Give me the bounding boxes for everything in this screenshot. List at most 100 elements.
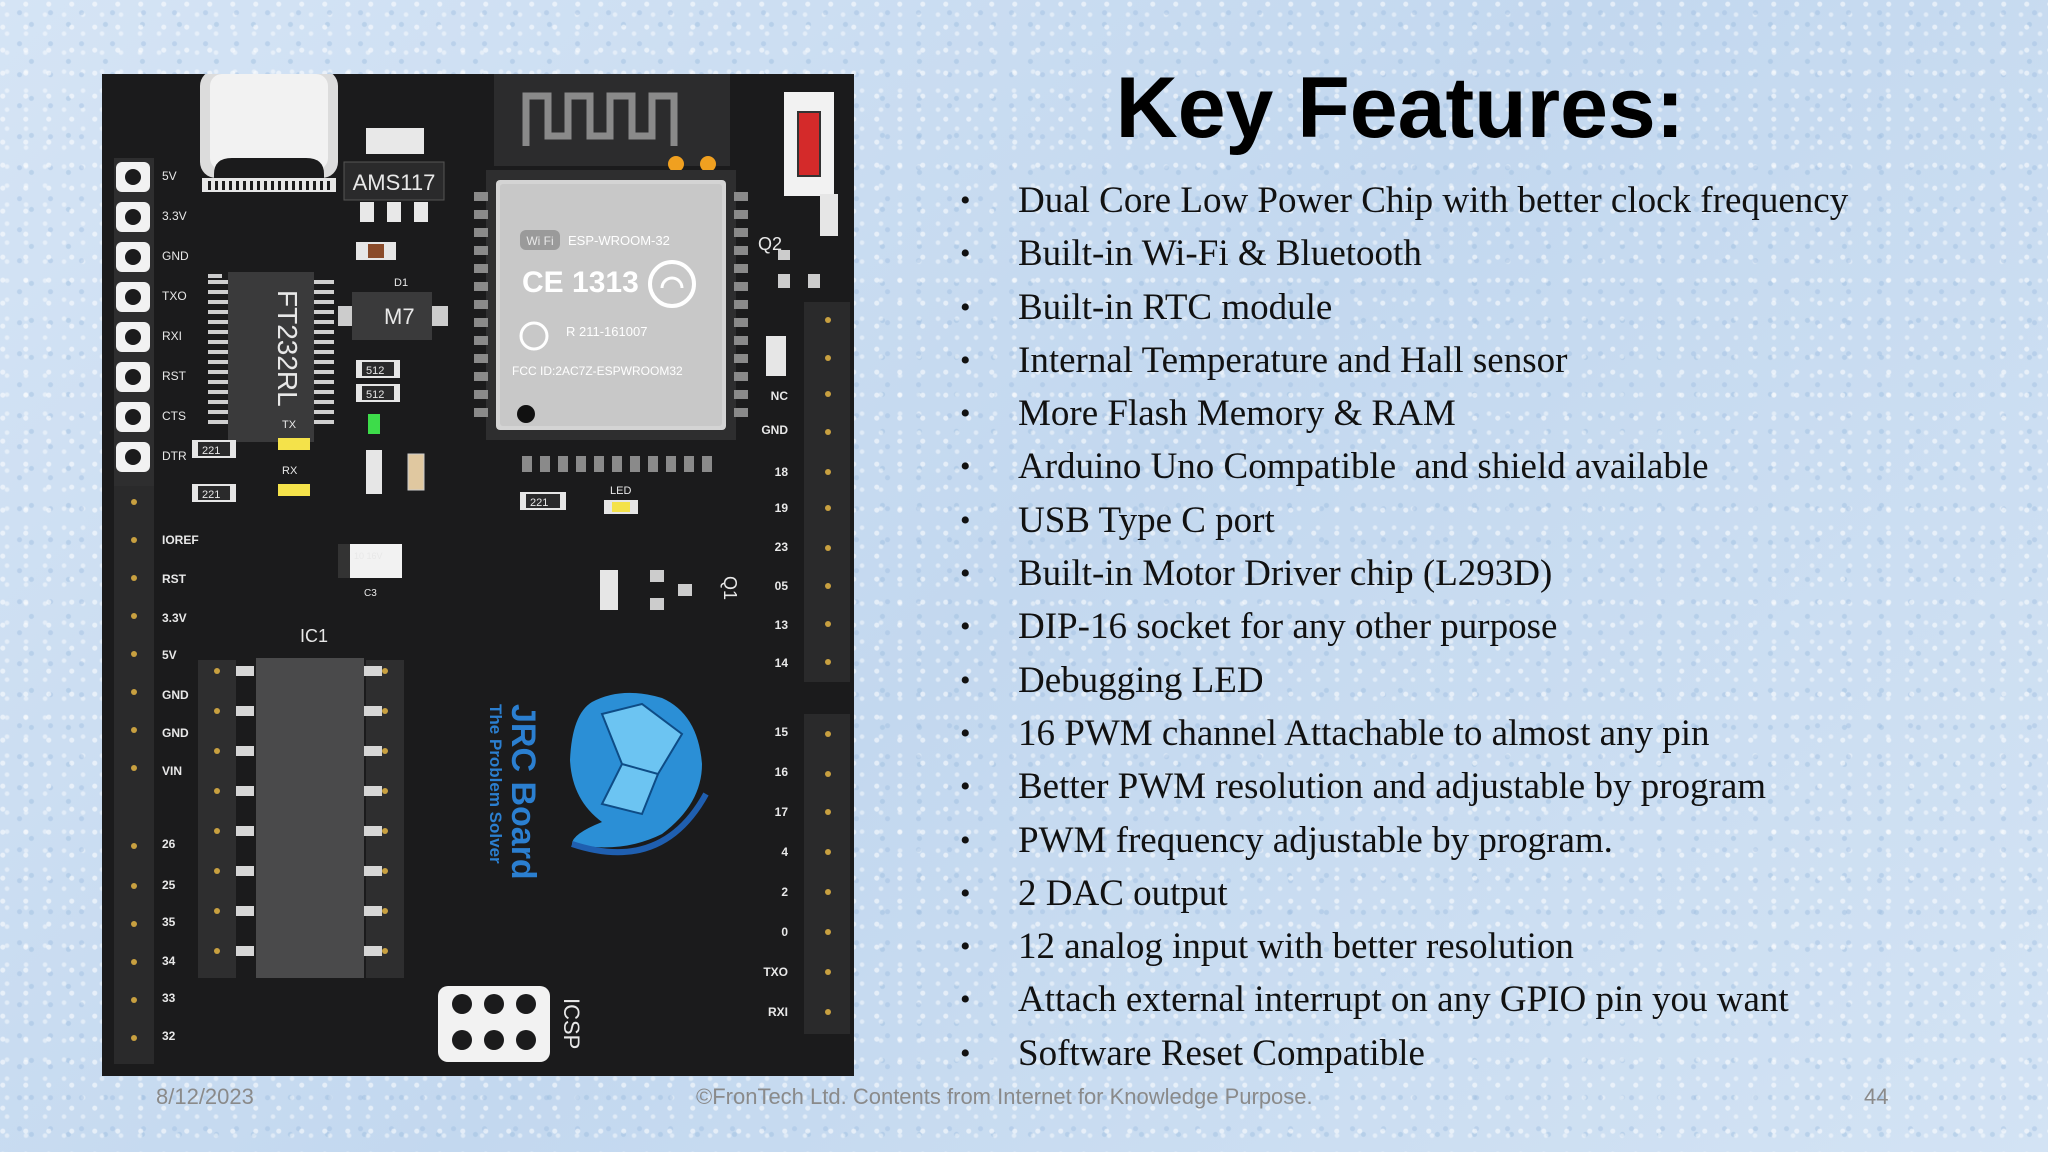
pin-label: RXI xyxy=(162,329,182,343)
pin-label: 18 xyxy=(775,465,789,479)
feature-item: •Attach external interrupt on any GPIO p… xyxy=(960,973,2020,1026)
pin-label: 23 xyxy=(775,540,789,554)
feature-text: 16 PWM channel Attachable to almost any … xyxy=(1018,712,1710,754)
reset-button xyxy=(784,92,834,196)
power-led-green xyxy=(368,414,380,434)
right-header-top xyxy=(804,302,850,682)
analog-header-labels: 26 25 35 34 33 32 xyxy=(162,837,176,1043)
ft232rl-pins xyxy=(208,280,334,424)
feature-item: •Built-in Motor Driver chip (L293D) xyxy=(960,547,2020,600)
pin-label: 25 xyxy=(162,878,176,892)
pin-label: 16 xyxy=(775,765,789,779)
transistor-q1: Q1 xyxy=(650,570,740,610)
feature-item: •2 DAC output xyxy=(960,867,2020,920)
pin-label: 15 xyxy=(775,725,789,739)
pin-label: 33 xyxy=(162,991,176,1005)
footer-date: 8/12/2023 xyxy=(156,1084,254,1109)
pin-label: GND xyxy=(162,726,189,740)
dip16-pins xyxy=(236,666,382,956)
bullet-icon: • xyxy=(960,1036,971,1070)
left-header-pins xyxy=(116,162,150,472)
bullet-icon: • xyxy=(960,290,971,324)
resistor-512-b-label: 512 xyxy=(366,389,384,401)
pin-label: VIN xyxy=(162,764,182,778)
jrc-board-image: AMS117 Wi Fi ESP-WROOM-32 CE 1313 R 2 xyxy=(102,74,854,1076)
board-drawing: AMS117 Wi Fi ESP-WROOM-32 CE 1313 R 2 xyxy=(114,74,850,1064)
feature-text: PWM frequency adjustable by program. xyxy=(1018,819,1613,861)
bullet-icon: • xyxy=(960,930,971,964)
bullet-icon: • xyxy=(960,557,971,591)
esp-antenna xyxy=(494,74,730,172)
bullet-icon: • xyxy=(960,770,971,804)
feature-text: 12 analog input with better resolution xyxy=(1018,926,1574,968)
feature-text: Software Reset Compatible xyxy=(1018,1032,1425,1074)
feature-text: USB Type C port xyxy=(1018,499,1275,541)
bullet-icon: • xyxy=(960,397,971,431)
regulator-chip: AMS117 xyxy=(343,128,445,222)
resistor-103-top xyxy=(820,194,838,236)
feature-text: Built-in Wi-Fi & Bluetooth xyxy=(1018,233,1422,275)
feature-text: DIP-16 socket for any other purpose xyxy=(1018,606,1558,648)
icsp-label: ICSP xyxy=(559,998,584,1049)
pin-label: TXO xyxy=(763,965,788,979)
module-name: ESP-WROOM-32 xyxy=(568,233,670,248)
feature-item: •Better PWM resolution and adjustable by… xyxy=(960,760,2020,813)
q1-label: Q1 xyxy=(720,576,740,600)
pin-label: 34 xyxy=(162,954,176,968)
feature-item: •USB Type C port xyxy=(960,494,2020,547)
analog-header xyxy=(114,820,154,1064)
logo-subtitle: The Problem Solver xyxy=(486,704,505,864)
feature-item: • 12 analog input with better resolution xyxy=(960,920,2020,973)
module-fcc-id: FCC ID:2AC7Z-ESPWROOM32 xyxy=(512,364,683,378)
feature-item: •Dual Core Low Power Chip with better cl… xyxy=(960,174,2020,227)
esp32-module: Wi Fi ESP-WROOM-32 CE 1313 R 211-161007 … xyxy=(486,170,736,440)
c3-label: C3 xyxy=(364,588,377,599)
regulator-label: AMS117 xyxy=(353,170,436,195)
led-label: LED xyxy=(610,485,631,497)
dip16-holes xyxy=(214,668,388,954)
feature-item: •More Flash Memory & RAM xyxy=(960,387,2020,440)
rx-label: RX xyxy=(282,465,298,477)
pin-label: 3.3V xyxy=(162,611,187,625)
right-header-top-labels: NC GND 18 19 23 05 13 14 xyxy=(761,389,788,670)
pin-label: 05 xyxy=(775,579,789,593)
slide-title: Key Features: xyxy=(1115,60,1685,156)
feature-item: • DIP-16 socket for any other purpose xyxy=(960,600,2020,653)
slide-number: 44 xyxy=(1864,1084,1889,1109)
resistor-512-a-label: 512 xyxy=(366,365,384,377)
bullet-icon: • xyxy=(960,663,971,697)
pin-label: 0 xyxy=(781,925,788,939)
ft232rl-label: FT232RL xyxy=(272,290,303,407)
power-header xyxy=(114,486,154,864)
feature-list: • Dual Core Low Power Chip with better cl… xyxy=(960,174,2020,1080)
pin-label: 2 xyxy=(781,885,788,899)
pin-label: RST xyxy=(162,369,187,383)
right-header-bottom xyxy=(804,714,850,1034)
pin-label: 26 xyxy=(162,837,176,851)
module-ce-mark: CE 1313 xyxy=(522,266,639,299)
pin-label: CTS xyxy=(162,409,186,423)
resistor-103-right xyxy=(766,336,786,376)
feature-item: •Arduino Uno Compatible and shield avail… xyxy=(960,440,2020,493)
icsp-header: ICSP xyxy=(438,986,584,1062)
bullet-icon: • xyxy=(960,610,971,644)
pin-label: 19 xyxy=(775,501,789,515)
pin-label: GND xyxy=(162,688,189,702)
pin-label: 3.3V xyxy=(162,209,187,223)
m7-label: M7 xyxy=(384,304,415,329)
tx-label: TX xyxy=(282,419,297,431)
resistor-r5 xyxy=(366,450,382,494)
feature-text: Arduino Uno Compatible and shield availa… xyxy=(1018,446,1709,488)
bullet-icon: • xyxy=(960,983,971,1017)
bullet-icon: • xyxy=(960,876,971,910)
pin-label: 35 xyxy=(162,915,176,929)
usb-c-port xyxy=(200,74,338,192)
pin-label: 4 xyxy=(781,845,788,859)
feature-text: Dual Core Low Power Chip with better clo… xyxy=(1018,180,1849,221)
footer-copyright: ©FronTech Ltd. Contents from Internet fo… xyxy=(696,1084,1313,1109)
capacitor-c2 xyxy=(407,453,425,491)
module-wifi-logo: Wi Fi xyxy=(526,234,553,248)
pin-label: 5V xyxy=(162,648,177,662)
pin-label: GND xyxy=(162,249,189,263)
pin-label: 17 xyxy=(775,805,789,819)
